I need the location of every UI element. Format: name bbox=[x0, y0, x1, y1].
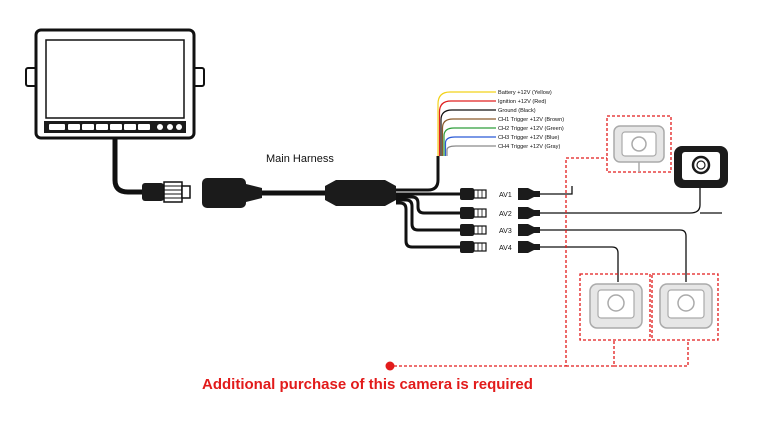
wire-label-ignition: Ignition +12V (Red) bbox=[498, 99, 546, 105]
av-connectors bbox=[460, 188, 540, 253]
camera-lower-right-optional bbox=[651, 273, 719, 341]
purchase-note: Additional purchase of this camera is re… bbox=[202, 376, 533, 393]
wire-label-ch2: CH2 Trigger +12V (Green) bbox=[498, 126, 564, 132]
monitor-screen bbox=[45, 39, 185, 119]
wire-label-ground: Ground (Black) bbox=[498, 108, 536, 114]
camera-upper-optional bbox=[606, 115, 672, 173]
harness-socket bbox=[202, 178, 262, 208]
av2-connector bbox=[460, 207, 540, 219]
monitor-buttons bbox=[49, 124, 182, 130]
monitor-cable bbox=[112, 138, 142, 195]
av3-connector bbox=[460, 224, 540, 236]
harness-splitter bbox=[325, 180, 396, 206]
wire-label-ch1: CH1 Trigger +12V (Brown) bbox=[498, 117, 564, 123]
camera-included bbox=[674, 146, 728, 188]
wire-label-ch4: CH4 Trigger +12V (Gray) bbox=[498, 144, 560, 150]
camera-lower-left-optional bbox=[579, 273, 651, 341]
wire-label-ch3: CH3 Trigger +12V (Blue) bbox=[498, 135, 560, 141]
wire-label-battery: Battery +12V (Yellow) bbox=[498, 90, 552, 96]
callout-lines bbox=[394, 157, 689, 367]
harness-label: Main Harness bbox=[266, 153, 334, 165]
power-wire-bundle bbox=[396, 156, 440, 192]
monitor bbox=[25, 28, 205, 140]
av2-label: AV2 bbox=[499, 211, 512, 218]
wire-labels: Battery +12V (Yellow) Ignition +12V (Red… bbox=[498, 90, 564, 150]
av4-label: AV4 bbox=[499, 245, 512, 252]
av3-label: AV3 bbox=[499, 228, 512, 235]
av1-connector bbox=[460, 188, 540, 200]
av1-label: AV1 bbox=[499, 192, 512, 199]
av4-connector bbox=[460, 241, 540, 253]
camera-cables bbox=[540, 184, 722, 282]
monitor-plug bbox=[142, 181, 191, 203]
callout-dot bbox=[385, 361, 395, 371]
power-wires bbox=[437, 91, 496, 156]
av-branch-cables bbox=[396, 192, 460, 249]
